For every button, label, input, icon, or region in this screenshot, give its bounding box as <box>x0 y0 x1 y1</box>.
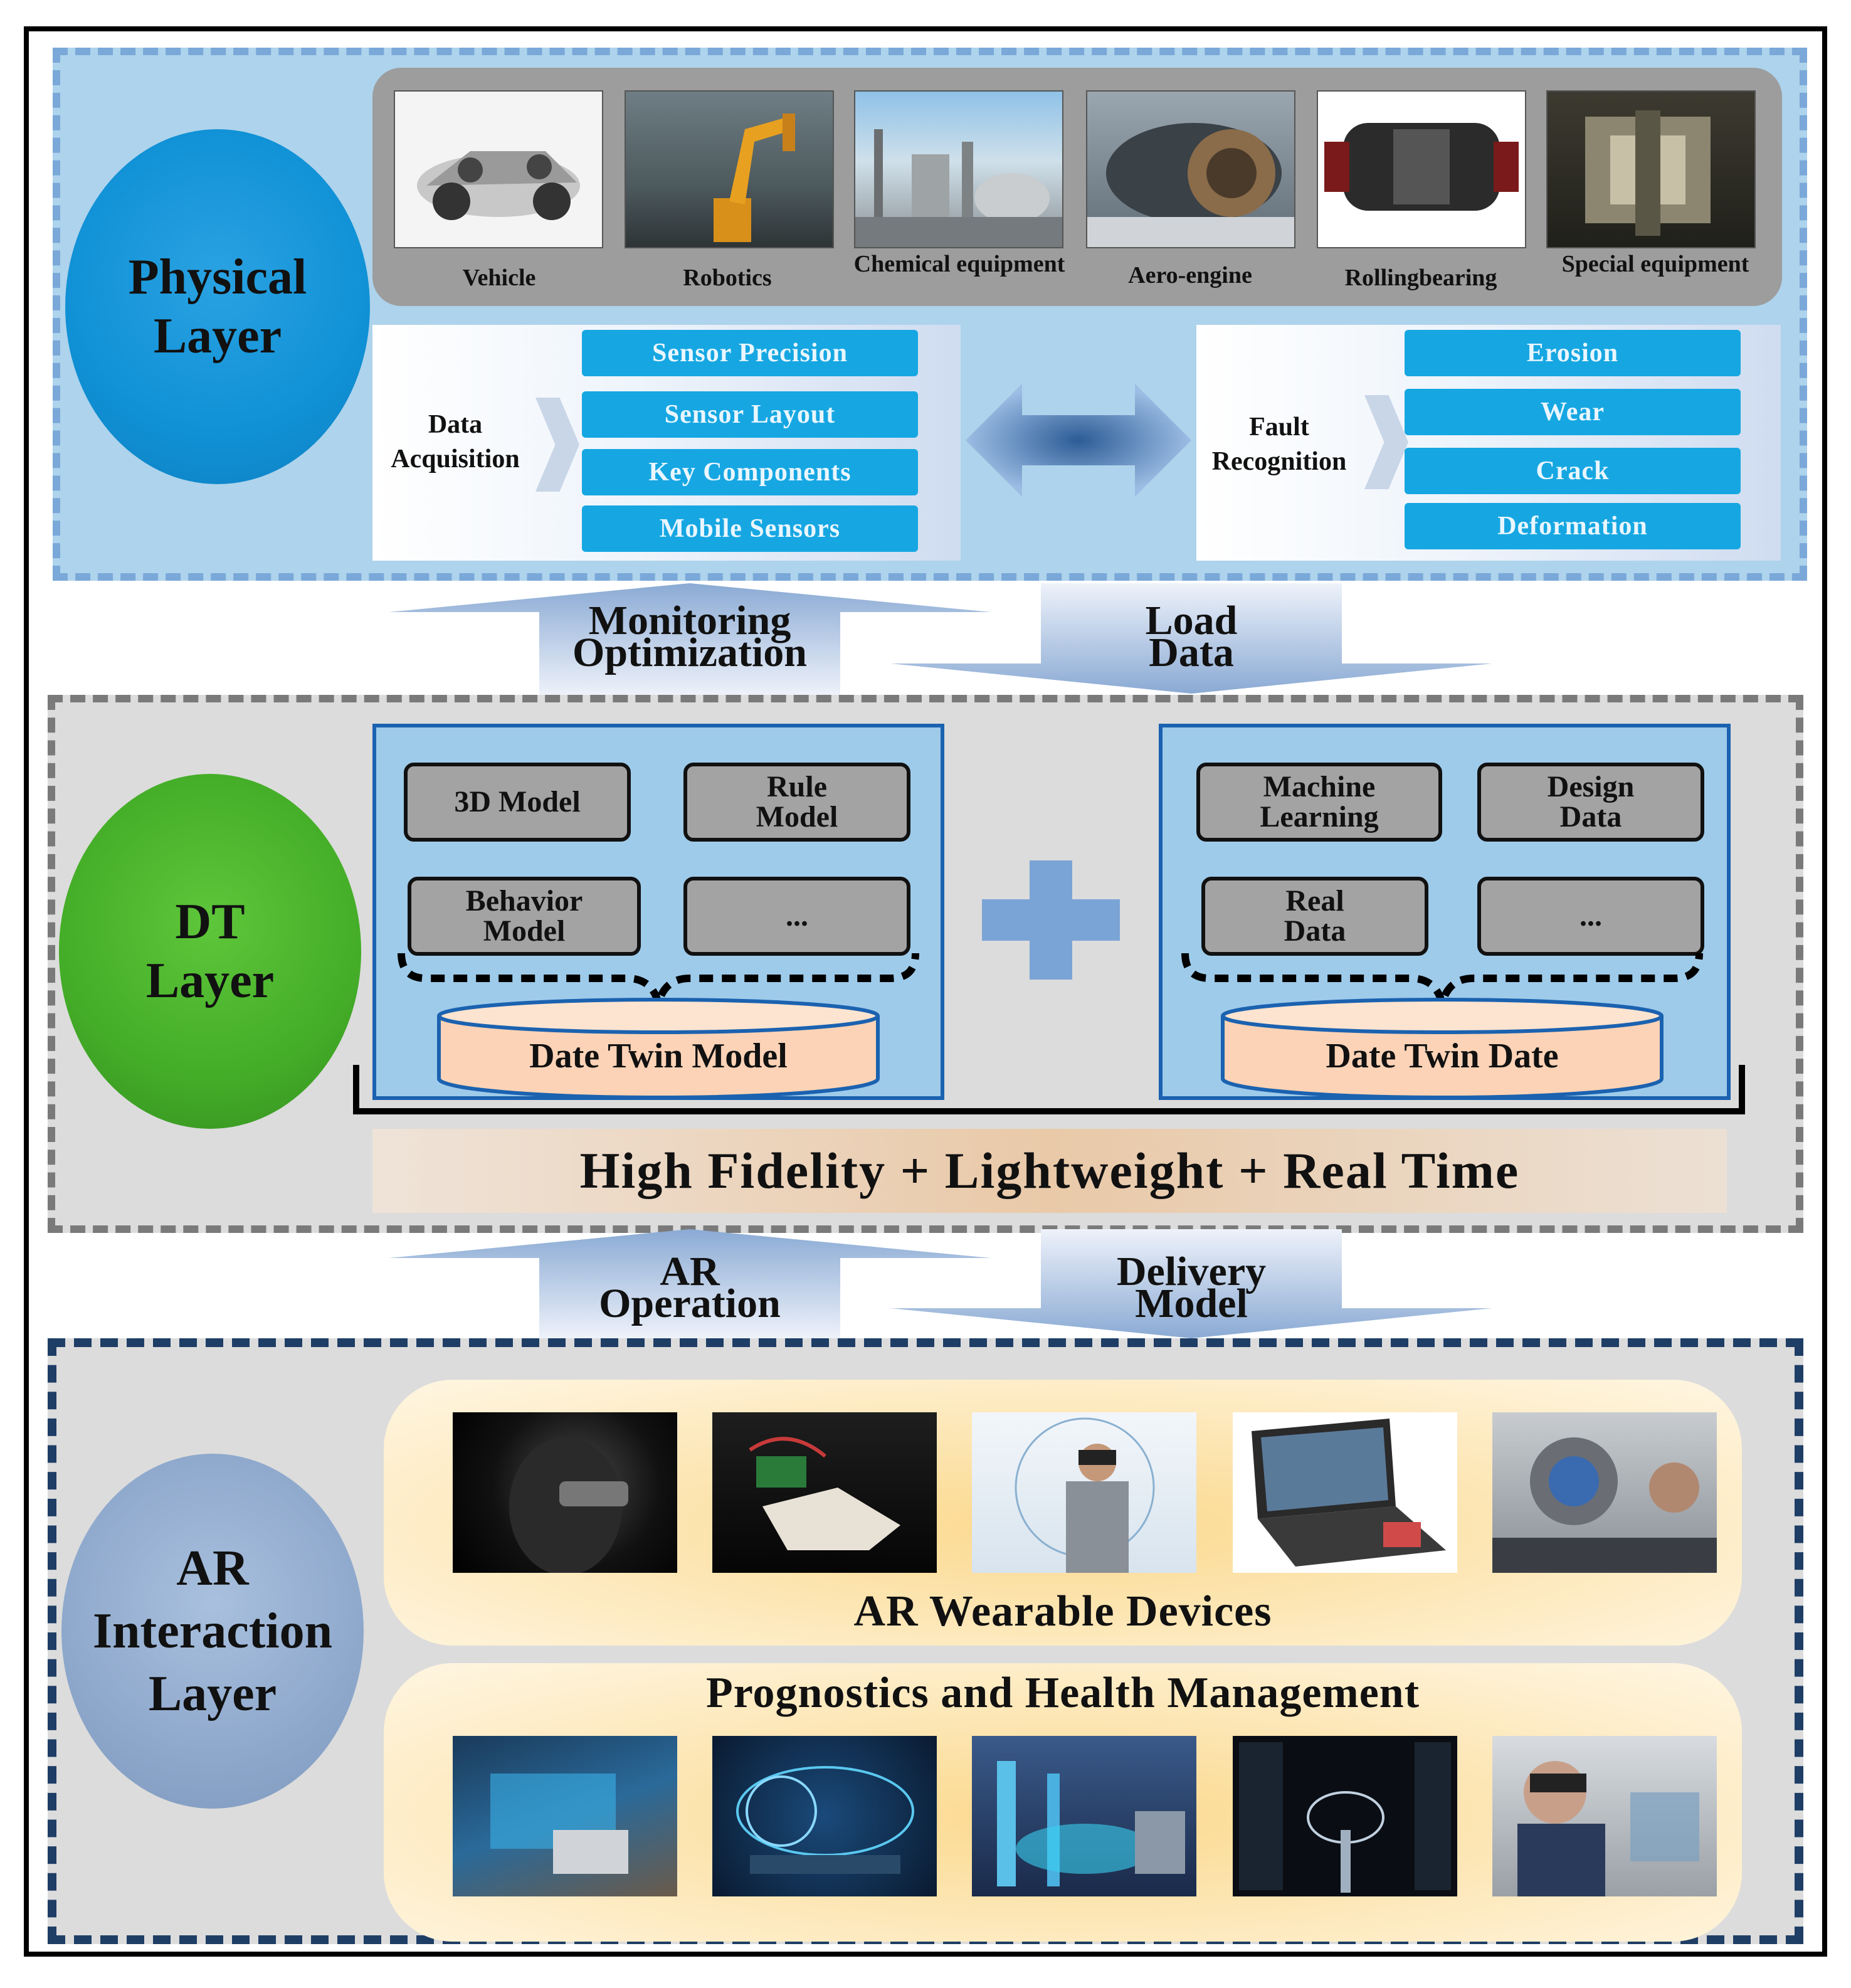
ar-headset-photo <box>453 1412 677 1575</box>
pill-sensor-layout: Sensor Layout <box>582 391 918 438</box>
up-arrow-connector <box>389 583 991 695</box>
ar-layer-title: AR Interaction Layer <box>92 1541 333 1721</box>
pill-erosion: Erosion <box>1405 330 1741 376</box>
ar-wearable-devices-title: AR Wearable Devices <box>853 1587 1272 1636</box>
ar-layer-badge: AR Interaction Layer <box>61 1454 364 1809</box>
date-twin-date-label: Date Twin Date <box>1326 1037 1559 1076</box>
plus-icon <box>982 860 1120 980</box>
dt-layer-badge: DT Layer <box>59 774 361 1129</box>
equipment-label-robotics: Robotics <box>683 265 772 291</box>
holographic-turbine-photo <box>712 1736 937 1896</box>
box-design-data: Design Data <box>1477 763 1704 842</box>
fidelity-banner: High Fidelity + Lightweight + Real Time <box>372 1129 1727 1213</box>
equipment-label-chemical: Chemical equipment <box>853 251 1065 277</box>
down-arrow-connector <box>890 1229 1492 1338</box>
up-arrow-connector <box>389 1229 991 1338</box>
box-ellipsis-right: ... <box>1477 877 1704 956</box>
industrial-robot-photo <box>625 90 834 248</box>
down-arrow-connector <box>890 583 1492 694</box>
hololens-engine-photo <box>1492 1412 1717 1573</box>
load-data-label: Load Data <box>1145 598 1238 676</box>
cylinder-right <box>1221 998 1664 1099</box>
equipment-label-special: Special equipment <box>1561 251 1749 277</box>
digital-plant-photo <box>972 1736 1196 1896</box>
box-rule-model: Rule Model <box>683 763 910 842</box>
pill-sensor-precision: Sensor Precision <box>582 330 918 376</box>
equipment-label-aero-engine: Aero-engine <box>1128 262 1252 288</box>
aero-engine-photo <box>1086 90 1295 248</box>
dt-layer-title: DT Layer <box>145 894 275 1008</box>
hololens-inspection-photo <box>1492 1736 1717 1896</box>
equipment-label-vehicle: Vehicle <box>462 265 536 291</box>
fault-recognition-label: Fault Recognition <box>1211 413 1347 476</box>
pill-crack: Crack <box>1405 448 1741 494</box>
box-real-data: Real Data <box>1201 877 1428 956</box>
box-machine-learning: Machine Learning <box>1196 763 1442 842</box>
digital-factory-photo <box>453 1736 677 1896</box>
cylinder-left <box>437 998 880 1099</box>
vehicle-chassis-photo <box>394 90 603 248</box>
special-equipment-photo <box>1546 90 1756 248</box>
rolling-bearing-photo <box>1317 90 1526 248</box>
vr-user-photo <box>972 1412 1196 1573</box>
haptic-glove-photo <box>712 1412 937 1573</box>
rugged-terminal-photo <box>1233 1412 1457 1573</box>
box-behavior-model: Behavior Model <box>408 877 641 956</box>
monitoring-optimization-label: Monitoring Optimization <box>572 598 807 676</box>
pill-key-components: Key Components <box>582 449 918 495</box>
pill-wear: Wear <box>1405 389 1741 435</box>
physical-layer-badge: Physical Layer <box>65 129 370 484</box>
double-arrow-icon <box>966 384 1191 497</box>
delivery-model-label: Delivery Model <box>1116 1249 1267 1327</box>
bracket-underline <box>353 1065 1745 1114</box>
pill-mobile-sensors: Mobile Sensors <box>582 505 918 552</box>
equipment-label-rollingbearing: Rollingbearing <box>1344 265 1497 291</box>
box-3d-model: 3D Model <box>404 763 631 842</box>
physical-layer-title: Physical Layer <box>128 249 307 364</box>
box-ellipsis-left: ... <box>683 877 910 956</box>
wind-turbine-dashboard-photo <box>1233 1736 1457 1896</box>
chemical-plant-photo <box>854 90 1063 248</box>
outer-frame <box>24 26 1827 1957</box>
phm-title: Prognostics and Health Management <box>705 1669 1420 1717</box>
date-twin-model-label: Date Twin Model <box>529 1037 788 1076</box>
ar-operation-label: AR Operation <box>599 1249 781 1327</box>
data-acquisition-label: Data Acquisition <box>391 410 520 473</box>
pill-deformation: Deformation <box>1405 503 1741 549</box>
